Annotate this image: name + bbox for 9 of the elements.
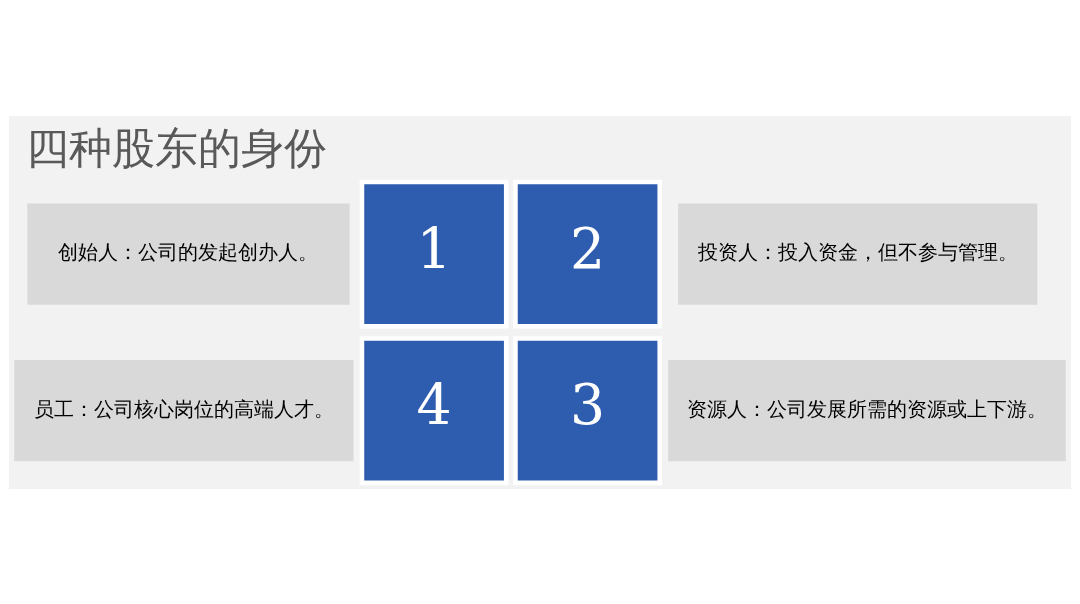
node-box: 3 (513, 335, 663, 485)
node-box: 资源人：公司发展所需的资源或上下游。 (668, 359, 1066, 461)
node-box: 1 (359, 179, 509, 329)
node-box: 投资人：投入资金，但不参与管理。 (678, 203, 1038, 305)
node-box: 2 (513, 179, 663, 329)
node-box: 员工：公司核心岗位的高端人才。 (14, 359, 354, 461)
node-box: 4 (359, 335, 509, 485)
node-box: 创始人：公司的发起创办人。 (27, 203, 350, 305)
diagram-title: 四种股东的身份 (26, 122, 328, 173)
